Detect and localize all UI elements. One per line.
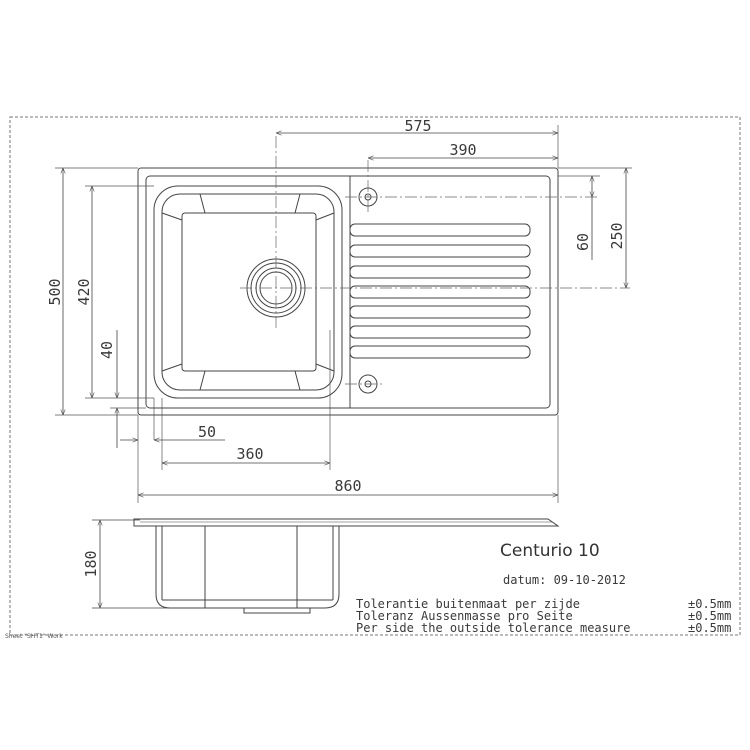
drawing-date: datum: 09-10-2012	[503, 573, 626, 587]
sink-side-view	[92, 518, 560, 614]
model-name: Centurio 10	[500, 541, 600, 561]
bowl-outline	[153, 185, 343, 399]
dim-860: 860	[334, 477, 361, 495]
dim-50: 50	[198, 423, 216, 441]
dim-250: 250	[608, 222, 626, 249]
dim-60: 60	[574, 233, 592, 251]
dim-420: 420	[75, 278, 93, 305]
dim-500: 500	[46, 278, 64, 305]
tolerance-value-2: ±0.5mm	[688, 609, 731, 623]
center-lines	[240, 136, 630, 385]
dim-180: 180	[82, 550, 100, 577]
tolerance-german: Toleranz Aussenmasse pro Seite	[356, 609, 573, 623]
dim-390: 390	[449, 141, 476, 159]
dim-40: 40	[98, 341, 116, 359]
sink-top-view	[137, 167, 559, 416]
tolerance-dutch: Tolerantie buitenmaat per zijde	[356, 597, 580, 611]
dim-575: 575	[404, 117, 431, 135]
tolerance-value-1: ±0.5mm	[688, 597, 731, 611]
sheet-note: Sheet "SHT1" Work	[5, 633, 63, 640]
drainer-grooves	[349, 223, 531, 359]
extension-lines	[55, 125, 632, 503]
tolerance-value-3: ±0.5mm	[688, 621, 731, 635]
tolerance-english: Per side the outside tolerance measure	[356, 621, 631, 635]
drawing-frame	[9, 116, 741, 636]
dimension-lines	[63, 133, 626, 608]
dim-360: 360	[236, 445, 263, 463]
